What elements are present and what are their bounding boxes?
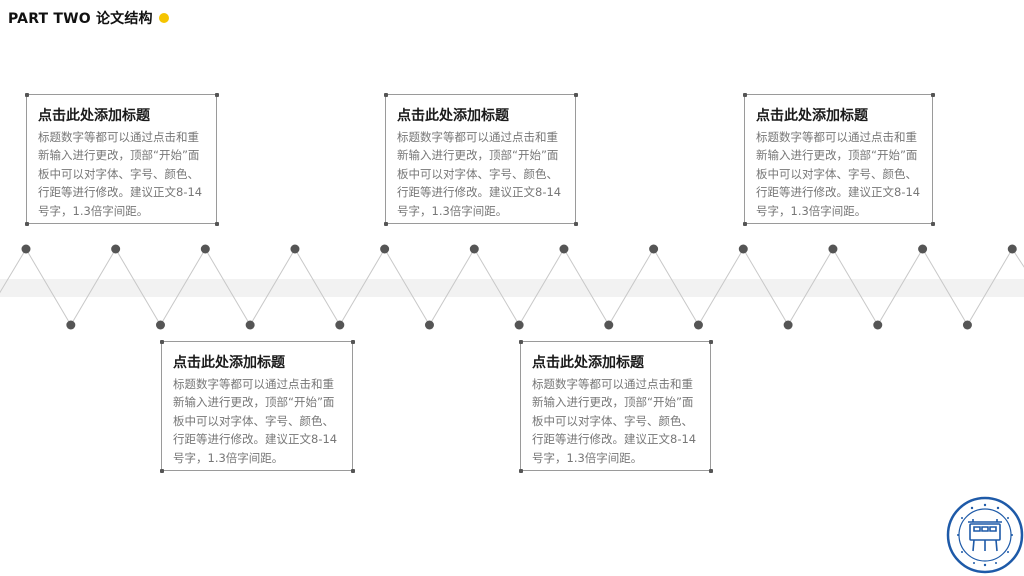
timeline-line bbox=[0, 248, 1024, 326]
content-card-1[interactable]: 点击此处添加标题 标题数字等都可以通过点击和重新输入进行更改，顶部“开始”面板中… bbox=[24, 92, 219, 226]
timeline-node bbox=[783, 320, 793, 330]
card-body: 标题数字等都可以通过点击和重新输入进行更改，顶部“开始”面板中可以对字体、字号、… bbox=[397, 130, 562, 218]
page-title: PART TWO 论文结构 bbox=[8, 11, 153, 27]
timeline-node bbox=[469, 244, 479, 254]
content-card-2[interactable]: 点击此处添加标题 标题数字等都可以通过点击和重新输入进行更改，顶部“开始”面板中… bbox=[383, 92, 578, 226]
content-card-5[interactable]: 点击此处添加标题 标题数字等都可以通过点击和重新输入进行更改，顶部“开始”面板中… bbox=[518, 339, 713, 473]
timeline-node bbox=[962, 320, 972, 330]
timeline-node bbox=[245, 320, 255, 330]
card-body: 标题数字等都可以通过点击和重新输入进行更改，顶部“开始”面板中可以对字体、字号、… bbox=[38, 130, 203, 218]
timeline-node bbox=[693, 320, 703, 330]
timeline-node bbox=[335, 320, 345, 330]
timeline-node bbox=[873, 320, 883, 330]
timeline-node bbox=[918, 244, 928, 254]
timeline-node bbox=[380, 244, 390, 254]
timeline-node bbox=[21, 244, 31, 254]
timeline-node bbox=[66, 320, 76, 330]
timeline-node bbox=[649, 244, 659, 254]
university-seal-icon bbox=[946, 496, 1024, 574]
card-title: 点击此处添加标题 bbox=[397, 108, 509, 124]
card-title: 点击此处添加标题 bbox=[756, 108, 868, 124]
timeline-band bbox=[0, 279, 1024, 297]
timeline-node bbox=[1007, 244, 1017, 254]
content-card-3[interactable]: 点击此处添加标题 标题数字等都可以通过点击和重新输入进行更改，顶部“开始”面板中… bbox=[742, 92, 935, 226]
card-body: 标题数字等都可以通过点击和重新输入进行更改，顶部“开始”面板中可以对字体、字号、… bbox=[756, 130, 921, 218]
card-body: 标题数字等都可以通过点击和重新输入进行更改，顶部“开始”面板中可以对字体、字号、… bbox=[532, 377, 697, 465]
timeline-node bbox=[111, 244, 121, 254]
accent-dot bbox=[158, 13, 169, 23]
timeline-node bbox=[200, 244, 210, 254]
content-card-4[interactable]: 点击此处添加标题 标题数字等都可以通过点击和重新输入进行更改，顶部“开始”面板中… bbox=[159, 339, 355, 473]
timeline-node bbox=[290, 244, 300, 254]
timeline-node bbox=[424, 320, 434, 330]
timeline-node bbox=[155, 320, 165, 330]
card-title: 点击此处添加标题 bbox=[38, 108, 150, 124]
page-header: PART TWO 论文结构 bbox=[8, 8, 169, 28]
timeline-node bbox=[514, 320, 524, 330]
timeline-node bbox=[559, 244, 569, 254]
timeline-node bbox=[738, 244, 748, 254]
card-title: 点击此处添加标题 bbox=[532, 355, 644, 371]
timeline-node bbox=[604, 320, 614, 330]
timeline-node bbox=[828, 244, 838, 254]
card-body: 标题数字等都可以通过点击和重新输入进行更改，顶部“开始”面板中可以对字体、字号、… bbox=[173, 377, 338, 465]
card-title: 点击此处添加标题 bbox=[173, 355, 285, 371]
